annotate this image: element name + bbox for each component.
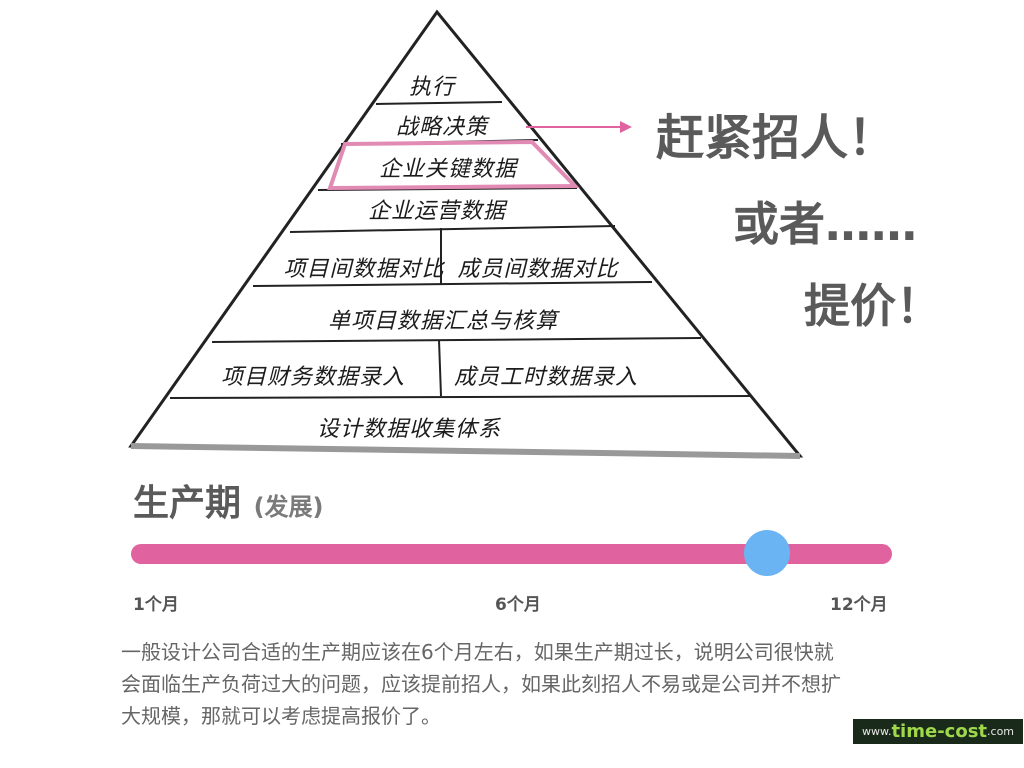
pyramid-label-summary: 单项目数据汇总与核算 (328, 309, 560, 334)
pyramid-label-member-compare: 成员间数据对比 (457, 257, 619, 282)
logo-name: time-cost (891, 721, 988, 742)
band-line (289, 225, 616, 233)
pyramid-diagram: 执行 战略决策 企业关键数据 企业运营数据 项目间数据对比 成员间数据对比 单项… (128, 9, 804, 459)
key-data-highlight (327, 139, 580, 191)
pyramid-label-project-compare: 项目间数据对比 (283, 257, 445, 282)
pyramid-label-execute: 执行 (409, 75, 457, 100)
band-divider (438, 339, 442, 397)
pyramid-label-hours-entry: 成员工时数据录入 (454, 365, 638, 390)
tick-label-1-month: 1个月 (133, 595, 179, 615)
callout-raise-price: 提价！ (804, 279, 942, 333)
description-paragraph: 一般设计公司合适的生产期应该在6个月左右，如果生产期过长，说明公司很快就会面临生… (121, 640, 841, 728)
pyramid-label-operation-data: 企业运营数据 (368, 199, 508, 224)
time-cost-logo: www. time-cost .com (853, 719, 1023, 744)
pyramid-label-finance-entry: 项目财务数据录入 (221, 365, 405, 390)
logo-prefix: www. (861, 725, 892, 738)
period-slider-track[interactable] (131, 544, 892, 564)
pyramid-label-collection: 设计数据收集体系 (317, 417, 502, 442)
band-line (252, 281, 653, 287)
callout-or: 或者…… (733, 197, 917, 251)
band-line (211, 337, 702, 343)
period-slider-thumb[interactable] (744, 530, 791, 576)
period-title: 生产期 (133, 483, 242, 524)
band-line (375, 101, 503, 105)
arrow-icon (526, 121, 632, 133)
band-line (169, 395, 753, 399)
pyramid-label-strategy: 战略决策 (396, 115, 490, 140)
callout-hire-now: 赶紧招人！ (656, 110, 897, 166)
period-subtitle: (发展) (253, 493, 324, 521)
pyramid-label-key-data: 企业关键数据 (379, 157, 519, 182)
logo-suffix: .com (987, 725, 1015, 738)
tick-label-6-months: 6个月 (495, 595, 541, 615)
tick-label-12-months: 12个月 (830, 595, 888, 615)
period-heading: 生产期 (发展) (133, 474, 324, 526)
